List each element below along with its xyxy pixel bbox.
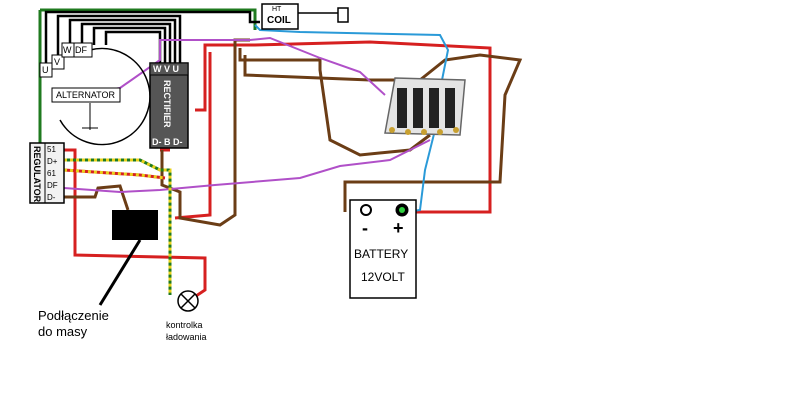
blue-wires (254, 24, 450, 213)
charge-lamp: kontrolka ładowania (166, 290, 207, 342)
alternator-terminal-u: U (42, 65, 49, 75)
brown-wires (64, 38, 523, 227)
lamp-label-line2: ładowania (166, 332, 207, 342)
regulator-terminal-51: 51 (47, 145, 56, 154)
rectifier: W V U RECTIFIER D- B D- (149, 62, 189, 149)
ground-line (98, 239, 142, 306)
regulator-label: REGULATOR (32, 146, 42, 203)
coil-label-line1: HT (272, 6, 282, 13)
regulator-terminal-dplus: D+ (47, 157, 58, 166)
regulator-terminal-df: DF (47, 181, 58, 190)
regulator: REGULATOR 51 D+ 61 DF D- (29, 142, 65, 204)
rectifier-bottom-terminals: D- B D- (152, 137, 183, 147)
ground-connection-block (112, 210, 158, 240)
fuse-box (384, 77, 466, 136)
lamp-label-line1: kontrolka (166, 320, 203, 330)
regulator-terminal-61: 61 (47, 169, 56, 178)
ht-coil: HT COIL (261, 3, 349, 30)
rectifier-top-terminals: W V U (153, 64, 179, 74)
ground-label-line1: Podłączenie (38, 308, 109, 323)
coil-label-line2: COIL (267, 15, 291, 26)
purple-wires (54, 36, 431, 194)
battery-negative-terminal-icon (360, 204, 372, 216)
alternator-terminal-v: V (54, 57, 60, 67)
battery-label: BATTERY (354, 247, 408, 261)
fuse-icon (429, 88, 439, 128)
yellow-green-wires (63, 158, 172, 295)
fuse-icon (397, 88, 407, 128)
ground-label-line2: do masy (38, 324, 88, 339)
alternator-label: ALTERNATOR (56, 90, 116, 100)
fuse-icon (445, 88, 455, 128)
battery: - + BATTERY 12VOLT (349, 199, 417, 299)
rectifier-label: RECTIFIER (162, 80, 172, 128)
alternator-terminal-df: DF (75, 45, 87, 55)
battery-plus-sign: + (393, 218, 404, 238)
alternator: ALTERNATOR U V W DF (39, 42, 151, 146)
regulator-terminal-dminus: D- (47, 193, 56, 202)
battery-minus-sign: - (362, 218, 368, 238)
spark-plug-cap-icon (337, 7, 349, 23)
alternator-terminal-w: W (63, 45, 72, 55)
fuse-icon (413, 88, 423, 128)
battery-voltage: 12VOLT (361, 270, 405, 284)
